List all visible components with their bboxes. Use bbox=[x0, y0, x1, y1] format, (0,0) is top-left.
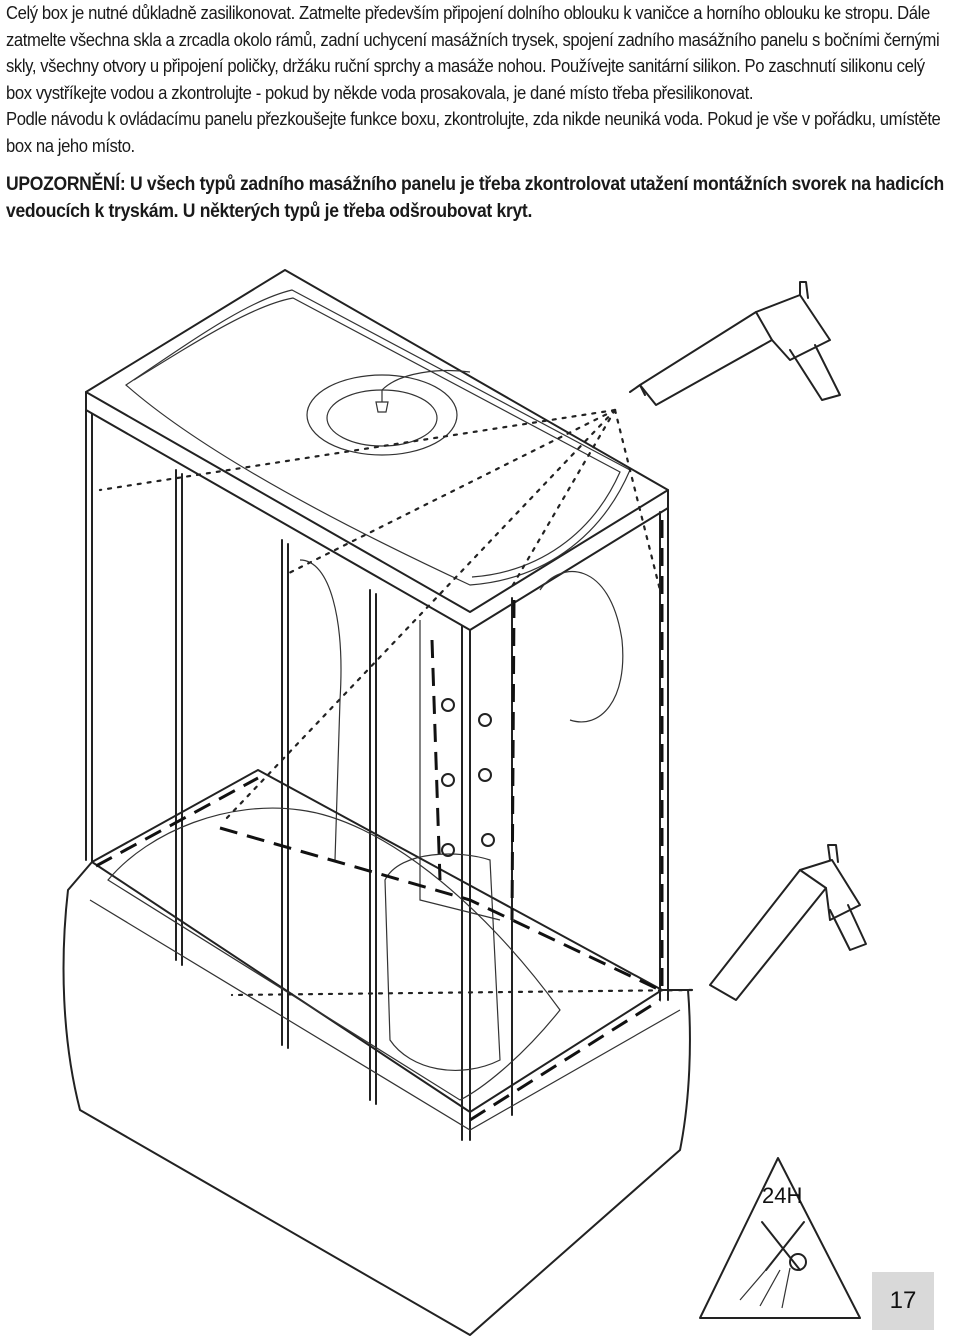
cure-time-label: 24H bbox=[762, 1183, 802, 1208]
silicone-seams bbox=[95, 520, 664, 1122]
page-number: 17 bbox=[889, 1287, 917, 1314]
instruction-paragraph-1: Celý box je nutné důkladně zasilikonovat… bbox=[6, 2, 940, 103]
instruction-paragraph-2: Podle návodu k ovládacímu panelu přezkou… bbox=[6, 108, 941, 156]
sealing-arrows-lower bbox=[230, 988, 694, 997]
warning-paragraph: UPOZORNĚNÍ: U všech typů zadního masážní… bbox=[6, 171, 947, 225]
cure-time-symbol: 24H bbox=[699, 1157, 861, 1319]
sealing-arrows-upper bbox=[98, 408, 662, 822]
warning-text: U všech typů zadního masážního panelu je… bbox=[6, 173, 944, 222]
roof-panel bbox=[85, 269, 669, 631]
caulking-gun-lower bbox=[709, 844, 867, 1001]
shower-frame bbox=[85, 409, 669, 1141]
massage-jets bbox=[441, 698, 495, 857]
warning-label: UPOZORNĚNÍ: bbox=[6, 173, 126, 195]
page-number-box: 17 bbox=[872, 1272, 934, 1330]
caulking-gun-upper bbox=[629, 281, 841, 406]
instructions-text: Celý box je nutné důkladně zasilikonovat… bbox=[6, 0, 946, 225]
shower-box-illustration: 24H bbox=[62, 269, 867, 1336]
